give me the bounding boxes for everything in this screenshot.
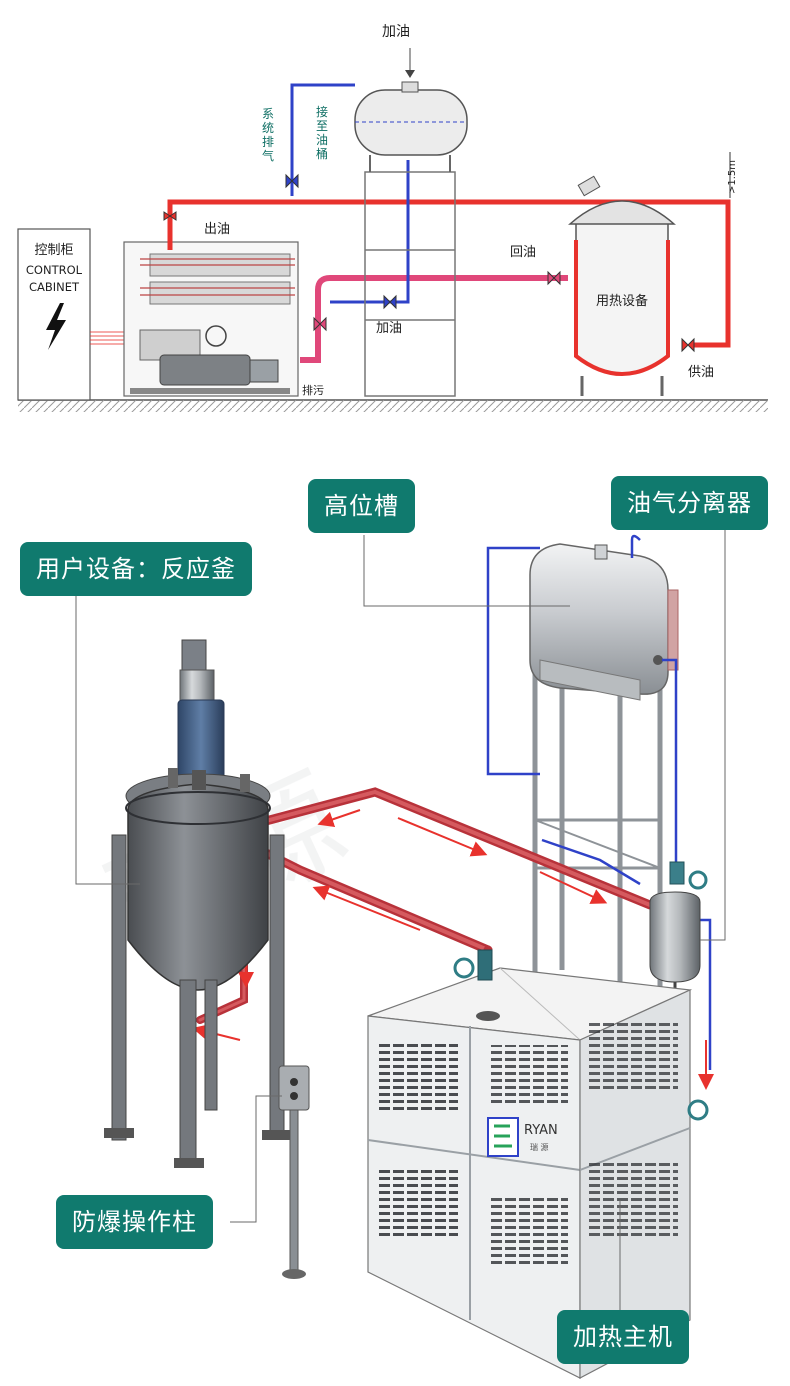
heater-unit (123, 241, 299, 397)
high-tank-stand (532, 668, 663, 995)
valves-top (163, 173, 695, 353)
expansion-pipe (290, 83, 410, 304)
reactor-vessel (104, 639, 292, 1168)
label-drain: 排污 (302, 383, 324, 397)
callout-heater: 加热主机 (557, 1310, 689, 1364)
ground-line (18, 399, 768, 412)
callout-reactor: 用户设备：反应釜 (20, 542, 252, 596)
tank-stand-top (364, 171, 456, 397)
label-supply-oil: 供油 (688, 365, 714, 380)
bottom-diagram: 瑞源 瑞源 (75, 528, 726, 1379)
svg-text:统: 统 (262, 121, 274, 135)
ex-proof-column (278, 1065, 310, 1279)
return-pipe (300, 275, 568, 363)
svg-text:桶: 桶 (316, 146, 328, 161)
callout-high-tank: 高位槽 (308, 479, 415, 533)
label-height-note: >1.5m (727, 160, 738, 194)
label-add-oil-mid: 加油 (376, 321, 402, 336)
svg-text:系: 系 (262, 107, 274, 121)
callout-separator: 油气分离器 (611, 476, 768, 530)
oil-gas-separator (649, 861, 708, 1000)
svg-text:气: 气 (262, 148, 274, 163)
top-diagram: 控制柜 CONTROL CABINET (17, 24, 768, 412)
label-heating-equipment: 用热设备 (596, 293, 648, 309)
label-outlet-oil: 出油 (204, 222, 230, 237)
callout-ex-column: 防爆操作柱 (56, 1195, 213, 1249)
brand-sub: 瑞 源 (530, 1142, 549, 1152)
label-to-oil-drum: 接 至 油 桶 (316, 104, 328, 161)
label-add-oil-top: 加油 (382, 24, 410, 40)
control-cabinet: 控制柜 CONTROL CABINET (17, 228, 128, 401)
svg-text:接: 接 (316, 104, 328, 119)
brand-name: RYAN (524, 1123, 558, 1138)
control-cabinet-cn: 控制柜 (34, 243, 73, 258)
lightning-icon (46, 303, 66, 350)
svg-text:排: 排 (262, 135, 274, 149)
supply-pipe (167, 199, 731, 348)
svg-text:至: 至 (316, 119, 328, 133)
ryan-logo-icon (487, 1117, 519, 1157)
leader-lines (75, 528, 726, 1310)
label-return-oil: 回油 (510, 245, 536, 260)
svg-text:油: 油 (316, 133, 328, 147)
expansion-tank-top (354, 81, 468, 172)
label-system-exhaust: 系 统 排 气 (262, 107, 274, 163)
heater-main-unit: RYAN 瑞 源 (367, 949, 709, 1379)
heating-equipment-vessel: 用热设备 (568, 175, 676, 396)
control-cabinet-en-1: CONTROL (26, 263, 83, 277)
high-tank (529, 543, 679, 701)
control-cabinet-en-2: CABINET (29, 280, 80, 294)
